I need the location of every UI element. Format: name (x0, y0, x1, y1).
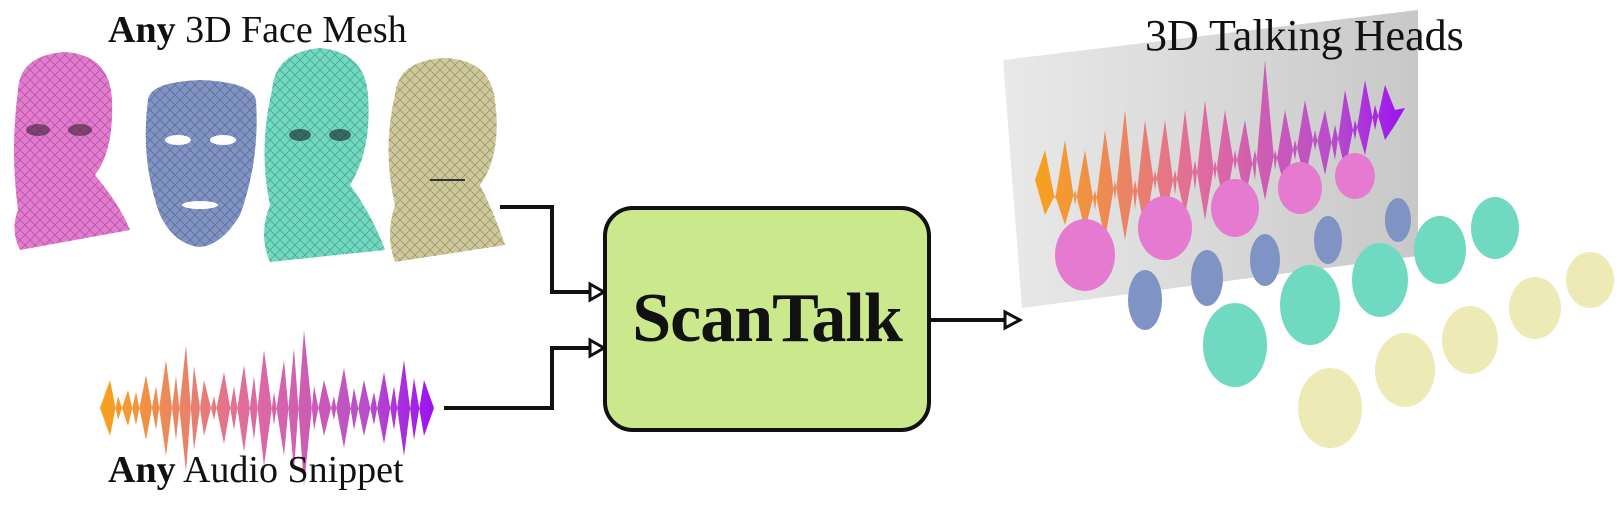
talking-heads-blue-row (1128, 198, 1411, 330)
audio-to-model-arrow (444, 337, 608, 410)
audio-label-prefix: Any (108, 449, 176, 491)
model-box: ScanTalk (603, 206, 931, 432)
face-mesh-teal (264, 48, 385, 262)
audio-input-label: Any Audio Snippet (108, 448, 404, 492)
talking-heads-khaki-row (1298, 252, 1614, 448)
face-mesh-blue (145, 80, 257, 247)
mesh-label-rest: 3D Face Mesh (175, 9, 407, 51)
model-to-output-arrow (931, 309, 1024, 331)
output-waveform-icon (1035, 60, 1405, 240)
talking-heads-teal-row (1203, 197, 1519, 387)
mesh-label-prefix: Any (108, 9, 176, 51)
mesh-to-model-arrow (500, 205, 608, 303)
face-mesh-khaki (388, 58, 505, 262)
waveform-icon (100, 330, 434, 486)
audio-label-rest: Audio Snippet (175, 449, 404, 491)
face-mesh-pink (14, 52, 130, 250)
model-name: ScanTalk (632, 280, 903, 357)
output-title: 3D Talking Heads (1145, 11, 1464, 60)
mesh-input-label: Any 3D Face Mesh (108, 8, 407, 52)
talking-heads-pink-row (1055, 153, 1375, 291)
